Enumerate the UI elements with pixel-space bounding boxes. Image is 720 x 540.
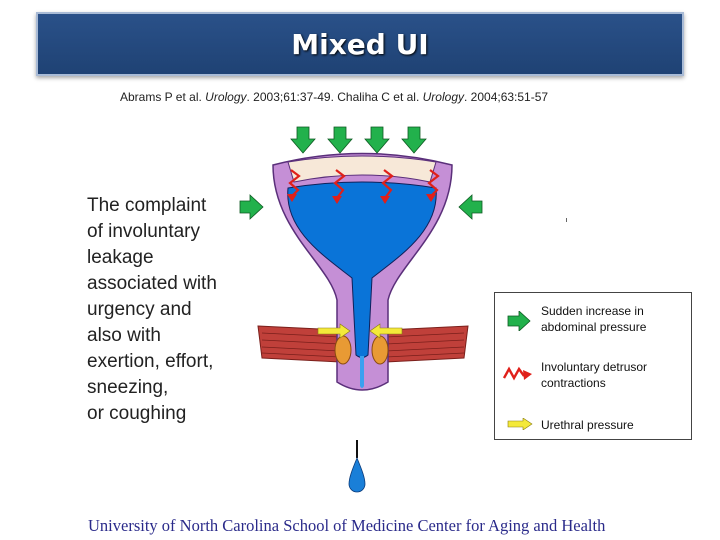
urethral-pressure-arrow-left-icon <box>317 323 351 339</box>
urethral-pressure-arrow-right-icon <box>369 323 403 339</box>
detrusor-contraction-arrow-icon <box>288 169 301 197</box>
urine-drop-icon <box>348 440 366 493</box>
legend: Sudden increase in abdominal pressure In… <box>494 292 692 440</box>
legend-label: Sudden increase in <box>541 304 644 318</box>
complaint-line: or coughing <box>87 403 187 424</box>
citation-journal-1: Urology <box>205 90 247 104</box>
legend-label: Involuntary detrusor <box>541 360 648 374</box>
citation-part-3: . 2004;63:51-57 <box>464 90 549 104</box>
complaint-line: The complaint <box>87 195 207 216</box>
title-banner: Mixed UI <box>36 12 684 76</box>
urine-lumen <box>287 181 437 358</box>
green-arrow-icon <box>507 311 531 331</box>
stray-mark <box>566 218 567 222</box>
citation-journal-2: Urology <box>422 90 464 104</box>
sphincter-right-icon <box>371 335 389 365</box>
abdominal-pressure-arrow-icon <box>290 126 316 154</box>
red-zigzag-arrow-icon <box>503 366 532 381</box>
legend-item-abdominal: Sudden increase in abdominal pressure <box>541 303 646 335</box>
legend-item-urethral: Urethral pressure <box>541 417 634 433</box>
detrusor-contraction-arrow-icon <box>381 169 394 199</box>
abdominal-pressure-arrow-icon <box>401 126 427 154</box>
legend-label: abdominal pressure <box>541 320 647 334</box>
abdominal-pressure-arrow-right-icon <box>458 194 483 220</box>
citation-part-2: . 2003;61:37-49. Chaliha C et al. <box>246 90 423 104</box>
complaint-line: leakage <box>87 247 154 268</box>
complaint-line: sneezing, <box>87 377 169 398</box>
slide-title: Mixed UI <box>291 28 429 61</box>
legend-label: Urethral pressure <box>541 418 634 432</box>
detrusor-contraction-arrow-icon <box>427 169 440 197</box>
footer-credit: University of North Carolina School of M… <box>88 516 606 535</box>
complaint-line: exertion, effort, <box>87 351 214 372</box>
complaint-line: of involuntary <box>87 221 201 242</box>
complaint-line: associated with <box>87 273 217 294</box>
sphincter-left-icon <box>334 335 352 365</box>
complaint-line: urgency and <box>87 299 192 320</box>
legend-label: contractions <box>541 376 606 390</box>
abdominal-pressure-arrow-left-icon <box>239 194 264 220</box>
citation-part-1: Abrams P et al. <box>120 90 206 104</box>
citation: Abrams P et al. Urology. 2003;61:37-49. … <box>120 90 548 104</box>
yellow-arrow-icon <box>507 418 533 430</box>
urine-stream <box>360 356 364 388</box>
complaint-line: also with <box>87 325 161 346</box>
legend-item-detrusor: Involuntary detrusor contractions <box>541 359 647 391</box>
abdominal-pressure-arrow-icon <box>364 126 390 154</box>
complaint-definition: The complaint of involuntary leakage ass… <box>87 193 267 427</box>
detrusor-contraction-arrow-icon <box>333 169 346 199</box>
abdominal-pressure-arrow-icon <box>327 126 353 154</box>
